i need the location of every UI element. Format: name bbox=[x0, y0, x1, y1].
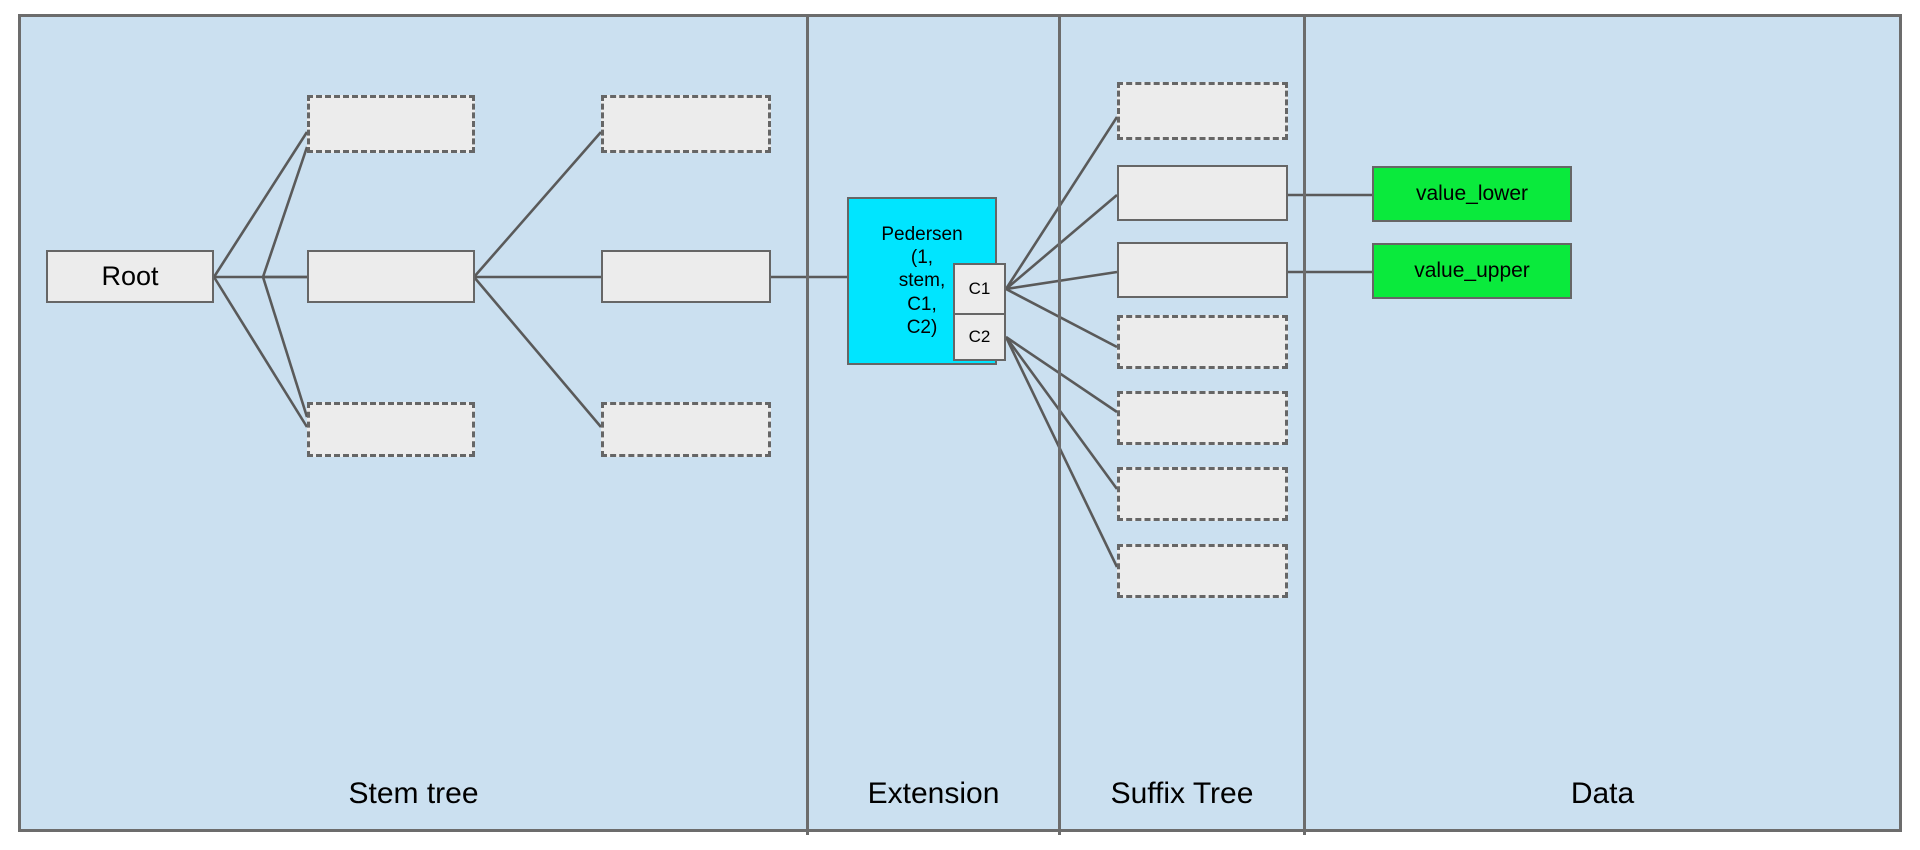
node-suffix-2[interactable] bbox=[1117, 165, 1288, 221]
pedersen-line-4: C1, bbox=[907, 293, 937, 315]
node-l2-top[interactable] bbox=[601, 95, 771, 153]
pedersen-line-3: stem, bbox=[898, 270, 946, 292]
node-l1-bottom[interactable] bbox=[307, 402, 475, 457]
pedersen-line-2: (1, bbox=[910, 247, 934, 269]
edge-c1-to-s2 bbox=[1005, 194, 1118, 290]
edge-l1mid-to-l2-top bbox=[473, 131, 602, 278]
lane-label-suffix-tree-text: Suffix Tree bbox=[1110, 777, 1254, 810]
edge-c2-to-s6 bbox=[1004, 336, 1119, 490]
node-value-upper[interactable]: value_upper bbox=[1372, 243, 1572, 299]
node-suffix-4[interactable] bbox=[1117, 315, 1288, 369]
node-suffix-7[interactable] bbox=[1117, 544, 1288, 598]
edge-c2-to-s7 bbox=[1004, 336, 1119, 568]
node-suffix-1[interactable] bbox=[1117, 82, 1288, 140]
divider-stem-extension bbox=[806, 17, 809, 835]
node-value-upper-label: value_upper bbox=[1414, 258, 1530, 282]
node-suffix-3[interactable] bbox=[1117, 242, 1288, 298]
node-suffix-5[interactable] bbox=[1117, 391, 1288, 445]
diagram-panel: Root Pedersen (1, stem, C1, C2) bbox=[18, 14, 1902, 835]
lane-label-extension: Extension bbox=[809, 777, 1058, 811]
node-value-lower[interactable]: value_lower bbox=[1372, 166, 1572, 222]
node-value-lower-label: value_lower bbox=[1415, 181, 1529, 205]
edge-c2-to-s5 bbox=[1005, 335, 1118, 414]
edge-root-spread-bottom bbox=[212, 276, 309, 428]
node-suffix-6[interactable] bbox=[1117, 467, 1288, 521]
lane-label-data: Data bbox=[1306, 777, 1899, 811]
divider-extension-suffix bbox=[1058, 17, 1061, 835]
lane-label-stem-tree: Stem tree bbox=[21, 777, 806, 811]
node-commitment-c2-label: C2 bbox=[968, 326, 991, 346]
node-root-label: Root bbox=[101, 260, 159, 291]
node-root[interactable]: Root bbox=[46, 250, 214, 303]
divider-suffix-data bbox=[1303, 17, 1306, 835]
node-l2-bottom[interactable] bbox=[601, 402, 771, 457]
lane-label-suffix-tree: Suffix Tree bbox=[1061, 777, 1303, 811]
edge-root-to-l1-bottom bbox=[261, 276, 309, 418]
edge-l1mid-to-l2-bottom bbox=[473, 276, 602, 428]
lane-label-data-text: Data bbox=[1570, 777, 1635, 810]
edge-c1-to-s1 bbox=[1004, 116, 1119, 290]
edge-root-to-l1-top bbox=[261, 146, 309, 278]
pedersen-line-5: C2) bbox=[906, 316, 938, 338]
edge-layer bbox=[212, 116, 1372, 568]
lane-label-extension-text: Extension bbox=[867, 777, 1000, 810]
pedersen-line-1: Pedersen bbox=[881, 224, 963, 246]
node-l1-mid[interactable] bbox=[307, 250, 475, 303]
node-commitment-c1[interactable]: C1 bbox=[953, 263, 1006, 315]
lane-label-stem-tree-text: Stem tree bbox=[348, 777, 479, 810]
edge-root-spread-top bbox=[212, 131, 309, 278]
node-commitment-c1-label: C1 bbox=[968, 278, 991, 298]
node-l1-top[interactable] bbox=[307, 95, 475, 153]
edge-c1-to-s3 bbox=[1005, 270, 1118, 291]
edge-c1-to-s4 bbox=[1005, 287, 1118, 349]
node-l2-mid[interactable] bbox=[601, 250, 771, 303]
node-commitment-c2[interactable]: C2 bbox=[953, 313, 1006, 361]
